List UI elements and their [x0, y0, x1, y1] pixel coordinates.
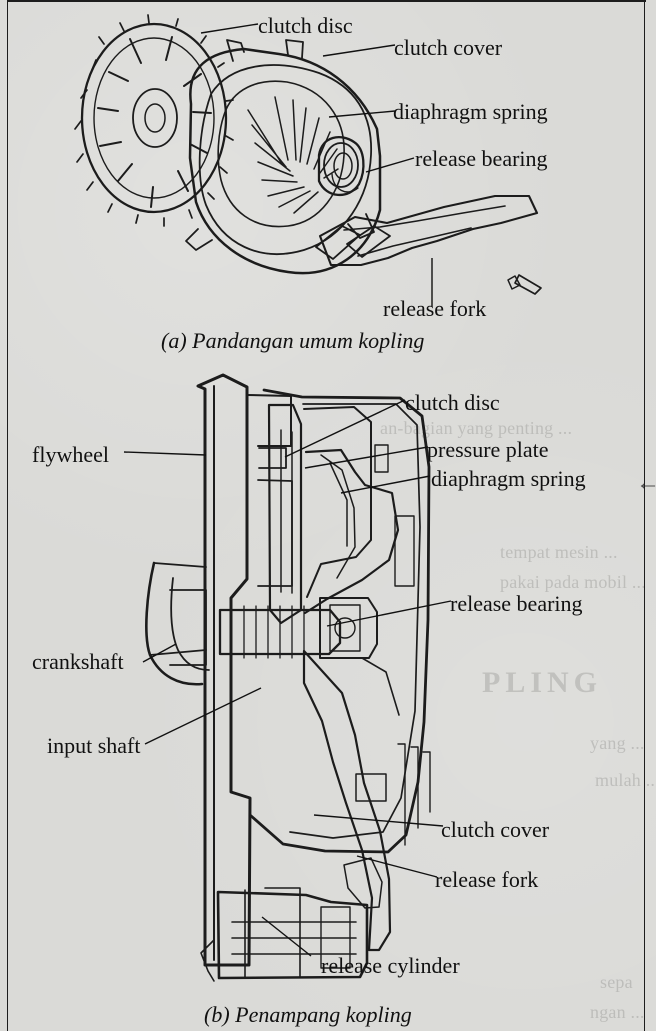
- label-b-release-fork: release fork: [435, 867, 539, 892]
- figure-a-leaders: [200, 23, 433, 306]
- label-b-clutch-disc: clutch disc: [405, 390, 500, 415]
- clutch-disc-shape: [80, 22, 228, 214]
- diaphragm-spring-shape: [303, 448, 400, 615]
- caption-figure-b: (b) Penampang kopling: [204, 1002, 412, 1027]
- label-a-release-fork: release fork: [383, 296, 487, 321]
- label-b-flywheel: flywheel: [32, 442, 109, 467]
- label-a-clutch-disc: clutch disc: [258, 13, 353, 38]
- background-bleedthrough-text: pakai pada mobil ...: [500, 572, 646, 592]
- background-bleedthrough-text: sepa: [600, 972, 633, 992]
- figure-frame: [7, 0, 645, 1031]
- label-b-release-bearing: release bearing: [450, 591, 583, 616]
- label-b-pressure-plate: pressure plate: [427, 437, 549, 462]
- label-b-release-cylinder: release cylinder: [321, 953, 460, 978]
- label-b-diaphragm-spring: diaphragm spring: [431, 466, 586, 491]
- pressure-plate-shape: [267, 403, 303, 625]
- label-b-input-shaft: input shaft: [47, 733, 141, 758]
- release-fork-shape-b: [302, 649, 392, 952]
- label-a-diaphragm-spring: diaphragm spring: [393, 99, 548, 124]
- clutch-cover-shape: [188, 47, 382, 275]
- figure-top-border: [7, 0, 646, 2]
- background-bleedthrough-text: tempat mesin ...: [500, 542, 618, 562]
- release-bearing-shape-b: [319, 597, 378, 659]
- label-b-crankshaft: crankshaft: [32, 649, 124, 674]
- background-bleedthrough-heading: PLING: [482, 666, 603, 699]
- figure-b-illustration: [145, 373, 431, 982]
- label-a-release-bearing: release bearing: [415, 146, 548, 171]
- figure-a-illustration: [74, 14, 542, 295]
- label-a-clutch-cover: clutch cover: [394, 35, 503, 60]
- clutch-cover-shape-b: [248, 388, 431, 854]
- label-b-clutch-cover: clutch cover: [441, 817, 550, 842]
- figure-b-leaders: [123, 399, 452, 957]
- release-cylinder-shape: [216, 890, 369, 980]
- background-bleedthrough-text: ngan ...: [590, 1002, 645, 1022]
- background-bleedthrough-text: mulah ...: [595, 770, 656, 790]
- caption-figure-a: (a) Pandangan umum kopling: [161, 328, 425, 353]
- background-bleedthrough-text: yang ...: [590, 733, 645, 753]
- background-bleedthrough-text: an-bagian yang penting ...: [380, 418, 573, 438]
- release-fork-shape: [318, 194, 539, 267]
- flywheel-shape: [196, 373, 252, 967]
- left-arrow-icon: ←: [636, 470, 656, 496]
- release-bearing-shape: [317, 136, 365, 197]
